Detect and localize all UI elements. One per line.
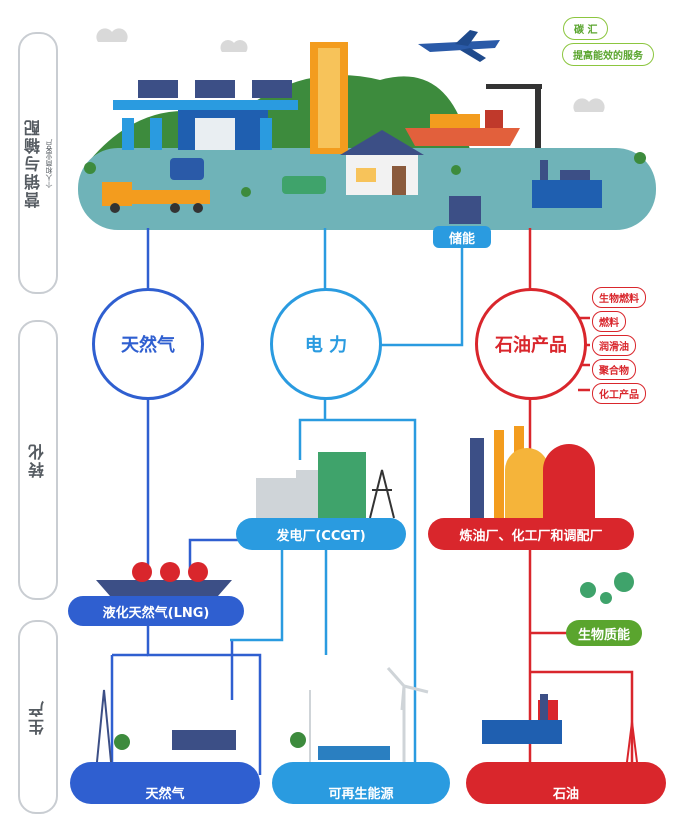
factory-icon xyxy=(532,160,602,208)
cloud-icon xyxy=(220,40,248,52)
power-line xyxy=(298,418,417,775)
power-line xyxy=(378,240,464,347)
oil-platform-illustration xyxy=(482,694,639,771)
storage-label: 储能 xyxy=(433,226,491,248)
stage-tab-production: 生产 xyxy=(18,620,58,814)
biomass-label: 生物质能 xyxy=(566,620,642,646)
car-icon xyxy=(170,158,326,194)
renewable-source: 可再生能源 xyxy=(272,762,450,804)
tree-icon xyxy=(84,152,646,197)
natural-gas-source-label: 天然气 xyxy=(145,786,185,802)
oil-product-fuel: 燃料 xyxy=(592,311,626,332)
refinery-illustration xyxy=(470,426,595,518)
renewable-illustration xyxy=(290,667,429,770)
oil-source: 石油 xyxy=(466,762,666,804)
tag-carbon-sink: 碳 汇 xyxy=(563,17,609,40)
power-plant-illustration xyxy=(256,452,395,519)
oil-product-chemicals: 化工产品 xyxy=(592,383,646,404)
gas-line xyxy=(188,538,240,575)
biomass-trees-illustration xyxy=(580,572,634,604)
gas-rig-illustration xyxy=(94,689,236,773)
marketing-scene xyxy=(78,28,656,230)
lng-label: 液化天然气(LNG) xyxy=(68,596,244,626)
oil-product-polymer: 聚合物 xyxy=(592,359,636,380)
oil-line xyxy=(530,670,634,775)
oil-product-lubricant: 润滑油 xyxy=(592,335,636,356)
stage-tab-marketing: 营销与输配 个人和商业客户 xyxy=(18,32,58,294)
renewable-source-label: 可再生能源 xyxy=(328,786,394,802)
storage-battery-icon xyxy=(449,196,481,224)
charging-station-icon xyxy=(113,80,298,150)
airplane-icon xyxy=(418,30,500,62)
power-circle: 电 力 xyxy=(270,288,382,400)
natural-gas-source: 天然气 xyxy=(70,762,260,804)
gas-circle: 天然气 xyxy=(92,288,204,400)
power-line xyxy=(230,550,284,642)
oil-product-biofuel: 生物燃料 xyxy=(592,287,646,308)
refinery-label: 炼油厂、化工厂和调配厂 xyxy=(428,518,634,550)
stage-sublabel-marketing: 个人和商业客户 xyxy=(45,138,53,188)
office-tower-icon xyxy=(310,42,348,154)
oil-products-circle: 石油产品 xyxy=(475,288,587,400)
flow-lines xyxy=(110,228,634,775)
gas-line xyxy=(146,626,262,775)
cloud-icon xyxy=(96,28,128,42)
truck-icon xyxy=(102,182,210,213)
power-plant-label: 发电厂(CCGT) xyxy=(236,518,406,550)
stage-label-marketing: 营销与输配 xyxy=(24,118,43,208)
house-icon xyxy=(340,130,424,195)
lng-ship-illustration xyxy=(96,562,232,596)
cargo-ship-icon xyxy=(405,84,542,148)
oil-source-label: 石油 xyxy=(552,786,579,802)
stage-label-production: 生产 xyxy=(28,699,47,735)
cloud-icon xyxy=(573,98,605,112)
tag-energy-efficiency: 提高能效的服务 xyxy=(562,43,654,66)
stage-tab-conversion: 转化 xyxy=(18,320,58,600)
stage-label-conversion: 转化 xyxy=(28,442,47,478)
